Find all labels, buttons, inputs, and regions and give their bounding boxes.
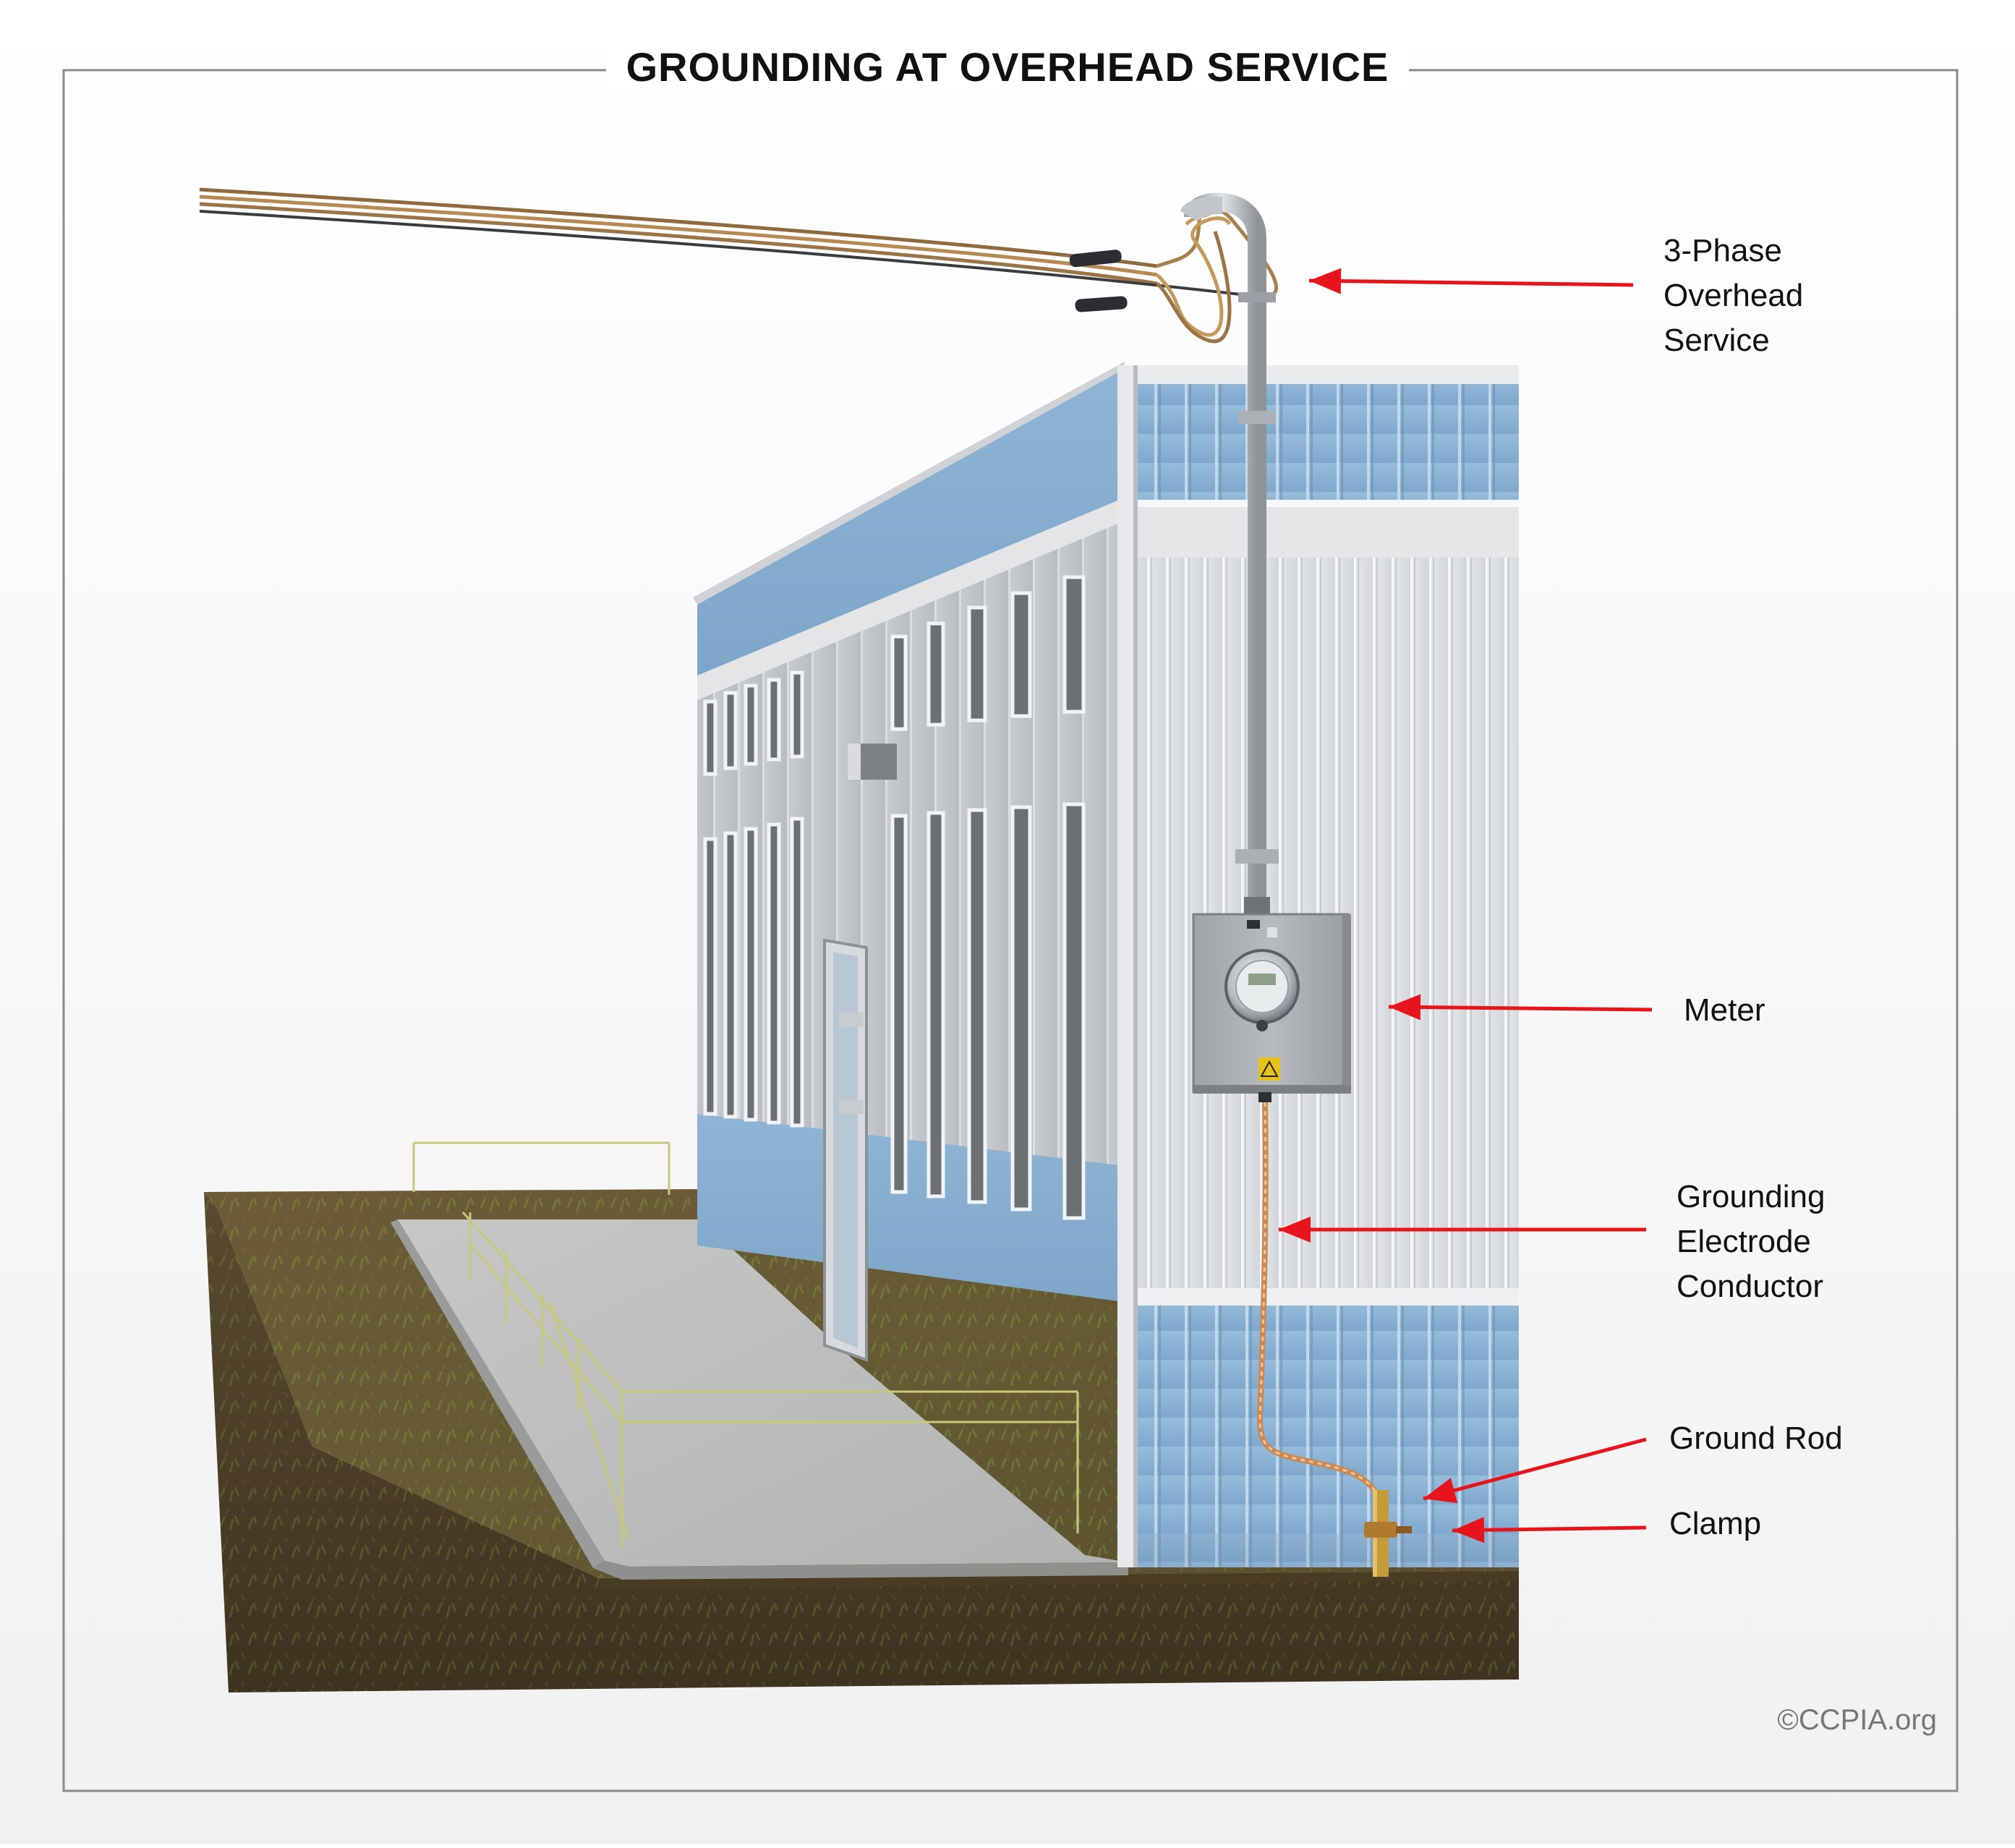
- arrow-clamp: [1452, 1525, 1647, 1533]
- ground-rod: [1364, 1490, 1412, 1577]
- label-meter: Meter: [1684, 992, 1765, 1028]
- conduit-strap-lower: [1235, 849, 1279, 864]
- label-ground-rod: Ground Rod: [1669, 1421, 1843, 1456]
- conduit-strap-upper: [1238, 411, 1276, 424]
- meter-enclosure: [1192, 913, 1351, 1102]
- ground-clamp: [1364, 1522, 1397, 1538]
- fence-rope: [412, 1141, 1079, 1548]
- diagram-title: GROUNDING AT OVERHEAD SERVICE: [0, 43, 2015, 90]
- conduit-strap-top: [1238, 292, 1276, 302]
- arrow-meter: [1388, 1005, 1653, 1012]
- arrow-service: [1308, 278, 1634, 287]
- service-mast-conduit: [1180, 192, 1279, 916]
- overhead-service-wires: [199, 187, 1278, 344]
- arrow-rod-head: [1423, 1478, 1458, 1504]
- callout-arrows: [1279, 268, 1653, 1543]
- label-overhead-service: 3-Phase Overhead Service: [1663, 233, 1804, 358]
- arrow-clamp-head: [1452, 1517, 1485, 1543]
- copyright-credit: ©CCPIA.org: [1777, 1704, 1937, 1736]
- side-windows: [703, 575, 1086, 1220]
- arrow-meter-head: [1389, 994, 1421, 1021]
- wall-vent: [848, 744, 897, 780]
- grounding-electrode-conductor: [1256, 1102, 1386, 1523]
- arrow-service-head: [1309, 268, 1342, 294]
- side-door: [823, 938, 868, 1362]
- label-clamp: Clamp: [1669, 1506, 1762, 1541]
- warning-icon: [1258, 1057, 1280, 1081]
- label-grounding-electrode-conductor: Grounding Electrode Conductor: [1677, 1179, 1826, 1304]
- arrow-gec-head: [1279, 1217, 1311, 1243]
- arrow-rod: [1423, 1437, 1647, 1501]
